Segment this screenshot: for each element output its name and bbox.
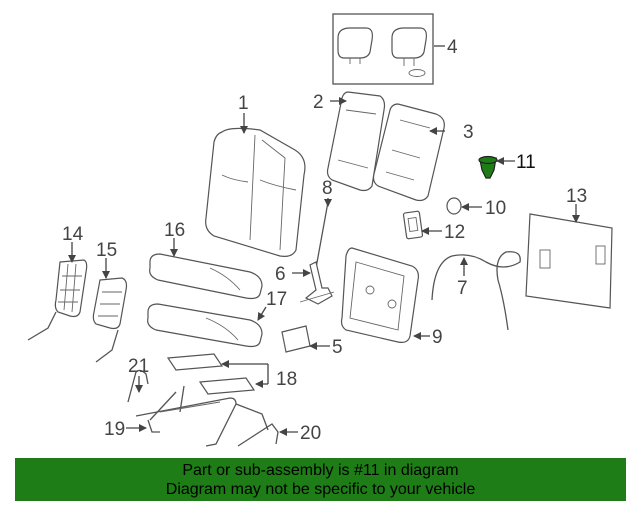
callout-1: 1 xyxy=(238,93,249,114)
wire-20[interactable] xyxy=(237,423,279,447)
wire-21[interactable] xyxy=(127,369,149,403)
callout-5: 5 xyxy=(332,337,343,358)
callout-labels: 1 2 3 4 5 6 7 8 9 10 11 12 13 14 15 16 1… xyxy=(62,37,587,444)
info-banner: Part or sub-assembly is #11 in diagram D… xyxy=(15,458,626,501)
latch-6[interactable] xyxy=(299,261,335,305)
callout-19: 19 xyxy=(104,419,125,440)
seat-back-frame-cover[interactable] xyxy=(372,103,445,202)
rod-8[interactable] xyxy=(315,201,329,269)
callout-7: 7 xyxy=(457,278,468,299)
callout-17: 17 xyxy=(266,289,287,310)
callout-18: 18 xyxy=(276,369,297,390)
seat-frame-19[interactable] xyxy=(135,385,269,447)
banner-line-1: Part or sub-assembly is #11 in diagram xyxy=(182,462,459,479)
callout-16: 16 xyxy=(164,220,185,241)
side-shield-15[interactable] xyxy=(92,277,128,363)
seat-back-frame-9[interactable] xyxy=(340,247,419,343)
cap-10[interactable] xyxy=(446,197,462,215)
callout-20: 20 xyxy=(300,423,321,444)
part-11-clip[interactable] xyxy=(478,155,498,179)
callout-8: 8 xyxy=(322,178,333,199)
bracket-12[interactable] xyxy=(402,210,424,240)
seat-back[interactable] xyxy=(205,127,306,257)
leader-lines xyxy=(68,45,580,436)
callout-12: 12 xyxy=(444,222,465,243)
callout-13: 13 xyxy=(566,186,587,207)
callout-21: 21 xyxy=(128,356,149,377)
callout-6: 6 xyxy=(275,264,286,285)
callout-10: 10 xyxy=(485,198,506,219)
parts-diagram: 1 2 3 4 5 6 7 8 9 10 11 12 13 14 15 16 1… xyxy=(27,13,613,447)
pads-18[interactable] xyxy=(166,353,256,395)
seat-back-trim-panel[interactable] xyxy=(326,91,386,192)
seat-cushion-17[interactable] xyxy=(147,303,263,348)
seat-cushion-16[interactable] xyxy=(149,253,263,300)
callout-4: 4 xyxy=(447,37,458,58)
block-5[interactable] xyxy=(281,325,311,353)
callout-2: 2 xyxy=(313,92,324,113)
callout-3: 3 xyxy=(463,122,474,143)
callout-11: 11 xyxy=(516,152,536,173)
callout-9: 9 xyxy=(432,327,443,348)
callout-15: 15 xyxy=(96,240,117,261)
headrest-group[interactable] xyxy=(332,13,434,85)
banner-line-2: Diagram may not be specific to your vehi… xyxy=(165,481,476,498)
side-shield-14[interactable] xyxy=(27,259,88,341)
rear-panel-13[interactable] xyxy=(525,213,613,309)
wire-harness-7[interactable] xyxy=(431,251,521,331)
callout-14: 14 xyxy=(62,224,84,245)
